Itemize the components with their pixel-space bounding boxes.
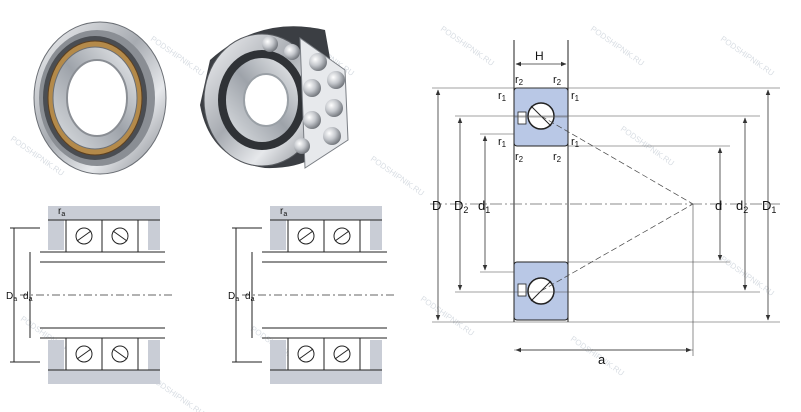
dim-r1-mid-left: r1 bbox=[498, 136, 507, 149]
dim-H: H bbox=[535, 49, 544, 63]
svg-text:PODSHIPNIK.RU: PODSHIPNIK.RU bbox=[589, 24, 646, 68]
svg-text:PODSHIPNIK.RU: PODSHIPNIK.RU bbox=[419, 294, 476, 338]
svg-text:PODSHIPNIK.RU: PODSHIPNIK.RU bbox=[439, 24, 496, 68]
ra-label-right: ra bbox=[280, 206, 287, 218]
dim-r2-mid-left: r2 bbox=[515, 151, 524, 164]
da-label: da bbox=[23, 291, 33, 303]
dim-r2-top-left: r2 bbox=[515, 74, 524, 87]
dim-D: D bbox=[432, 198, 441, 213]
dim-r1-top-left: r1 bbox=[498, 90, 507, 103]
mounting-drawing-left bbox=[10, 206, 175, 384]
dim-D1: D1 bbox=[762, 198, 776, 215]
bearing-section-drawing bbox=[430, 40, 780, 356]
dim-d: d bbox=[715, 198, 722, 213]
Da-label-right: Da bbox=[228, 291, 239, 303]
svg-text:PODSHIPNIK.RU: PODSHIPNIK.RU bbox=[369, 154, 426, 198]
svg-text:PODSHIPNIK.RU: PODSHIPNIK.RU bbox=[719, 34, 776, 78]
da-label-right: da bbox=[245, 291, 255, 303]
dim-d2: d2 bbox=[736, 198, 748, 215]
ra-label: ra bbox=[58, 206, 65, 218]
svg-text:PODSHIPNIK.RU: PODSHIPNIK.RU bbox=[719, 254, 776, 298]
dim-r1-mid-right: r1 bbox=[571, 136, 580, 149]
dim-r2-mid-right: r2 bbox=[553, 151, 562, 164]
dim-D2: D2 bbox=[454, 198, 468, 215]
dim-r1-top-right: r1 bbox=[571, 90, 580, 103]
dim-d1: d1 bbox=[478, 198, 490, 215]
dim-a: a bbox=[598, 352, 606, 367]
ball-row-icon bbox=[262, 36, 345, 154]
dim-r2-top-right: r2 bbox=[553, 74, 562, 87]
Da-label: Da bbox=[6, 291, 17, 303]
mounting-drawing-right bbox=[232, 206, 397, 384]
bearing-photo-front bbox=[33, 21, 167, 175]
bearing-photo-cutaway bbox=[200, 26, 349, 169]
